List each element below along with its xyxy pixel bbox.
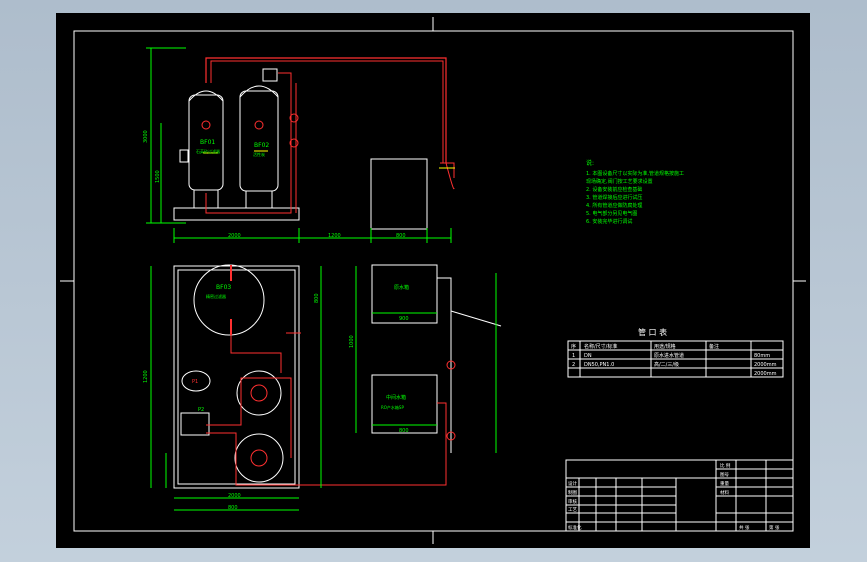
tb-bottom-3: 第 张: [769, 524, 780, 531]
label-top-tank: BF03: [216, 284, 231, 291]
dim-text-1: 2000: [228, 233, 241, 239]
tb-r1c3: 比 例: [720, 462, 731, 469]
plan-vessel-top: [193, 264, 265, 336]
plan-box-2: [371, 374, 438, 434]
dim-text-8: 1200: [143, 370, 149, 383]
notes-line-3: 2. 设备安装前应检查基础: [586, 186, 642, 193]
label-tank1: BF01: [200, 139, 215, 146]
tb-r3c0: 审核: [568, 498, 577, 505]
label-tank2: BF02: [254, 142, 269, 149]
nozzle-table: 管 口 表 序 名称/尺寸/标准 用途/规格 备注 1 DN 原水进水管道 80…: [567, 327, 784, 378]
notes-line-6: 5. 电气部分另见电气图: [586, 210, 637, 217]
pipe-main-top: [205, 57, 447, 163]
drawing-border: [73, 30, 794, 532]
dim-text-2: 1200: [328, 233, 341, 239]
dim-text-3: 800: [396, 233, 406, 239]
title-block: 设计 制图 审核 工艺 比 例 图号 重量 材料 标准化 共 张 第 张: [565, 459, 794, 532]
plan-pump-2: [180, 412, 210, 436]
dim-text-7: 800: [228, 505, 238, 511]
drawing-svg: BF01 石英砂过滤器 BF02 活性炭 2000 1200 800 3000 …: [60, 17, 806, 544]
base-frame: [173, 207, 300, 221]
dim-text-11: 900: [399, 316, 409, 322]
nozzle-r2c3: 2000mm: [754, 371, 777, 377]
box-water-tank: [370, 158, 428, 230]
tb-bottom-2: 共 张: [739, 524, 750, 531]
nozzle-r1c0: 2: [572, 362, 575, 368]
filter-tank-2: [239, 90, 279, 192]
nozzle-h0: 序: [571, 343, 576, 350]
tb-r1c0: 设计: [568, 480, 577, 487]
drawing-canvas[interactable]: { "notes": { "title": "说:", "lines": [ "…: [56, 13, 810, 548]
dim-text-4: 3000: [143, 130, 149, 143]
plan-pump-1: [181, 370, 211, 392]
notes-line-4: 3. 管道焊接后应进行试压: [586, 194, 642, 201]
front-elevation: BF01 石英砂过滤器 BF02 活性炭 2000 1200 800 3000 …: [143, 47, 455, 243]
nozzle-r1c3: 2000mm: [754, 362, 777, 368]
label-pump2: P2: [198, 407, 204, 413]
nozzle-r0c0: 1: [572, 353, 575, 359]
label-pump1: P1: [192, 379, 198, 385]
dim-text-10: 1000: [349, 335, 355, 348]
tb-r2c3: 图号: [720, 472, 729, 478]
nozzle-r0c1: DN: [584, 353, 592, 359]
notes-line-7: 6. 安装完毕进行调试: [586, 218, 632, 225]
nozzle-r0c2: 原水进水管道: [654, 352, 684, 359]
plan-vessel-mid: [236, 370, 282, 416]
leader-line: [450, 310, 502, 327]
tb-r4c0: 工艺: [568, 507, 577, 513]
nozzle-r1c2: 高/二/三/级: [654, 361, 679, 368]
label-tank2-sub: 活性炭: [253, 151, 265, 157]
dim-text-6: 2000: [228, 493, 241, 499]
notes-line-5: 4. 所有管道应做防腐处理: [586, 202, 642, 209]
notes-title: 说:: [586, 159, 594, 167]
label-box1: 原水箱: [394, 284, 409, 291]
notes-line-2: 现场确定,阀门按工艺要求设置: [586, 178, 653, 185]
plan-view: BF03 精密过滤器 P1 P2 原水箱 中间水箱 RO产水箱SP: [143, 264, 502, 511]
tb-bottom-0: 标准化: [568, 524, 582, 531]
label-tank1-sub: 石英砂过滤器: [196, 148, 220, 154]
dim-text-9: 800: [314, 293, 320, 303]
plan-vessel-bottom: [234, 433, 284, 483]
tb-r3c3: 重量: [720, 480, 729, 487]
notes-line-1: 1. 本图设备尺寸以实际为准,管道规格按施工: [586, 170, 684, 177]
dim-text-12: 800: [399, 428, 409, 434]
dim-text-5: 1500: [155, 170, 161, 183]
nozzle-table-title: 管 口 表: [638, 327, 667, 337]
nozzle-r0c3: 80mm: [754, 353, 770, 359]
plan-box-1: [371, 264, 438, 324]
nozzle-h1: 名称/尺寸/标准: [584, 343, 617, 350]
label-top-tank-sub: 精密过滤器: [206, 293, 226, 299]
nozzle-r1c1: DN50,PN1.0: [584, 362, 614, 368]
nozzle-h2: 用途/规格: [654, 343, 676, 350]
label-box2-sub: RO产水箱SP: [381, 404, 404, 410]
tb-r2c0: 制图: [568, 489, 577, 496]
tb-r4c3: 材料: [720, 489, 729, 496]
label-box2: 中间水箱: [386, 394, 406, 401]
notes-block: 说: 1. 本图设备尺寸以实际为准,管道规格按施工 现场确定,阀门按工艺要求设置…: [586, 159, 684, 225]
nozzle-h3: 备注: [709, 343, 719, 350]
